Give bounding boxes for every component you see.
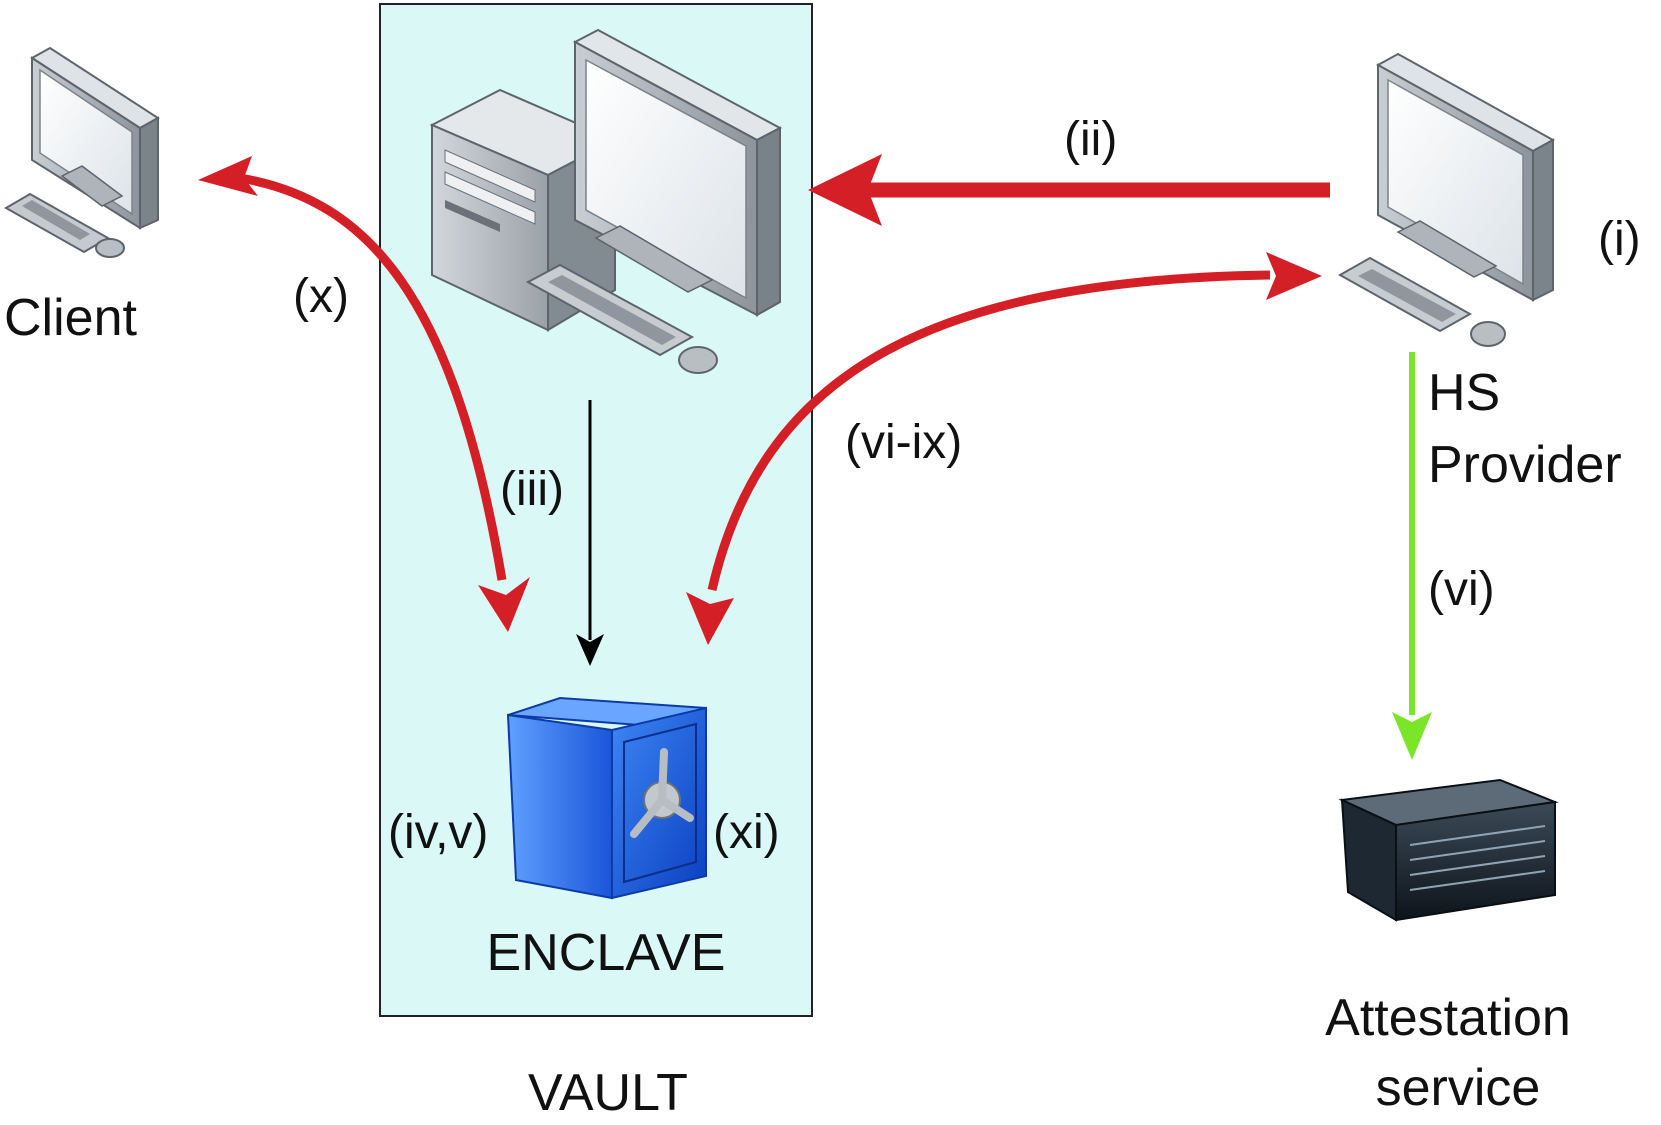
client-computer-icon bbox=[3, 46, 160, 258]
arrow-vi-ix bbox=[686, 252, 1322, 645]
step-vi-label: (vi) bbox=[1428, 563, 1495, 616]
client-label: Client bbox=[4, 289, 137, 347]
step-ii-label: (ii) bbox=[1064, 113, 1117, 166]
arrow-vi bbox=[1392, 352, 1432, 760]
vault-label: VAULT bbox=[528, 1064, 688, 1120]
attestation-label-line1: Attestation bbox=[1325, 989, 1571, 1047]
enclave-safe-icon bbox=[506, 696, 707, 900]
attestation-label-line2: service bbox=[1376, 1059, 1541, 1117]
step-i-label: (i) bbox=[1598, 213, 1641, 266]
arrow-ii bbox=[808, 154, 1330, 226]
vault-workstation-icon bbox=[429, 28, 783, 374]
step-x-label: (x) bbox=[293, 270, 349, 323]
arrow-x bbox=[198, 156, 530, 632]
hs-provider-label-line1: HS bbox=[1428, 364, 1500, 422]
step-xi-label: (xi) bbox=[713, 806, 780, 859]
enclave-label: ENCLAVE bbox=[487, 924, 726, 982]
attestation-server-icon bbox=[1338, 778, 1559, 922]
hs-provider-computer-icon bbox=[1337, 52, 1556, 347]
hs-provider-label-line2: Provider bbox=[1428, 436, 1622, 494]
step-iii-label: (iii) bbox=[500, 463, 564, 516]
arrow-iii bbox=[576, 400, 604, 666]
step-iv-v-label: (iv,v) bbox=[388, 806, 488, 859]
step-vi-ix-label: (vi-ix) bbox=[845, 416, 962, 469]
